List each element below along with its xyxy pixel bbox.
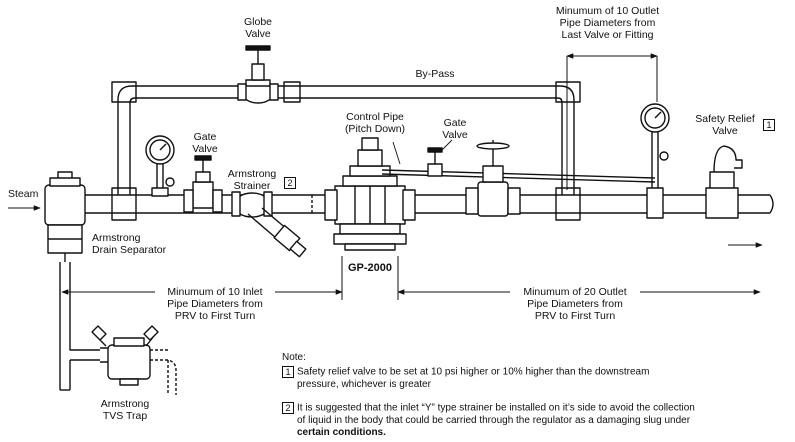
gate-valve-2-label: Gate Valve [442, 117, 468, 141]
gate-valve-1 [183, 155, 223, 213]
globe-valve-label: Globe Valve [243, 16, 273, 40]
y-strainer [231, 191, 307, 258]
notes-heading: Note: [282, 352, 306, 363]
bypass-label: By-Pass [415, 68, 455, 80]
pressure-gauge-1 [145, 135, 175, 197]
gp2000-regulator [324, 137, 416, 251]
control-pipe-label: Control Pipe (Pitch Down) [344, 111, 406, 135]
tvs-trap-label: Armstrong TVS Trap [100, 398, 150, 422]
leader-lines [392, 139, 453, 165]
globe-valve [237, 45, 279, 104]
outlet-min10-label: Minumum of 10 Outlet Pipe Diameters from… [555, 5, 660, 41]
outlet-min20-label: Minumum of 20 Outlet Pipe Diameters from… [510, 286, 640, 322]
note-1-marker: 1 [763, 119, 778, 132]
steam-label: Steam [8, 188, 39, 200]
control-pipe [381, 169, 656, 183]
safety-relief-valve [705, 145, 743, 219]
drain-separator-label: Armstrong Drain Separator [92, 232, 167, 256]
tvs-trap [91, 325, 177, 395]
note-2-marker: 2 [284, 177, 299, 190]
inlet-min10-label: Minumum of 10 Inlet Pipe Diameters from … [155, 286, 275, 322]
gate-valve-2 [427, 147, 443, 177]
pressure-gauge-2 [640, 103, 670, 219]
drain-separator [44, 171, 86, 262]
drain-line [59, 262, 100, 391]
gp2000-label: GP-2000 [347, 262, 393, 274]
main-gate-valve [465, 140, 521, 217]
armstrong-strainer-label: Armstrong Strainer [227, 168, 277, 192]
gate-valve-1-label: Gate Valve [192, 131, 218, 155]
bypass-pipe [111, 81, 581, 221]
safety-relief-valve-label: Safety Relief Valve [695, 113, 755, 137]
